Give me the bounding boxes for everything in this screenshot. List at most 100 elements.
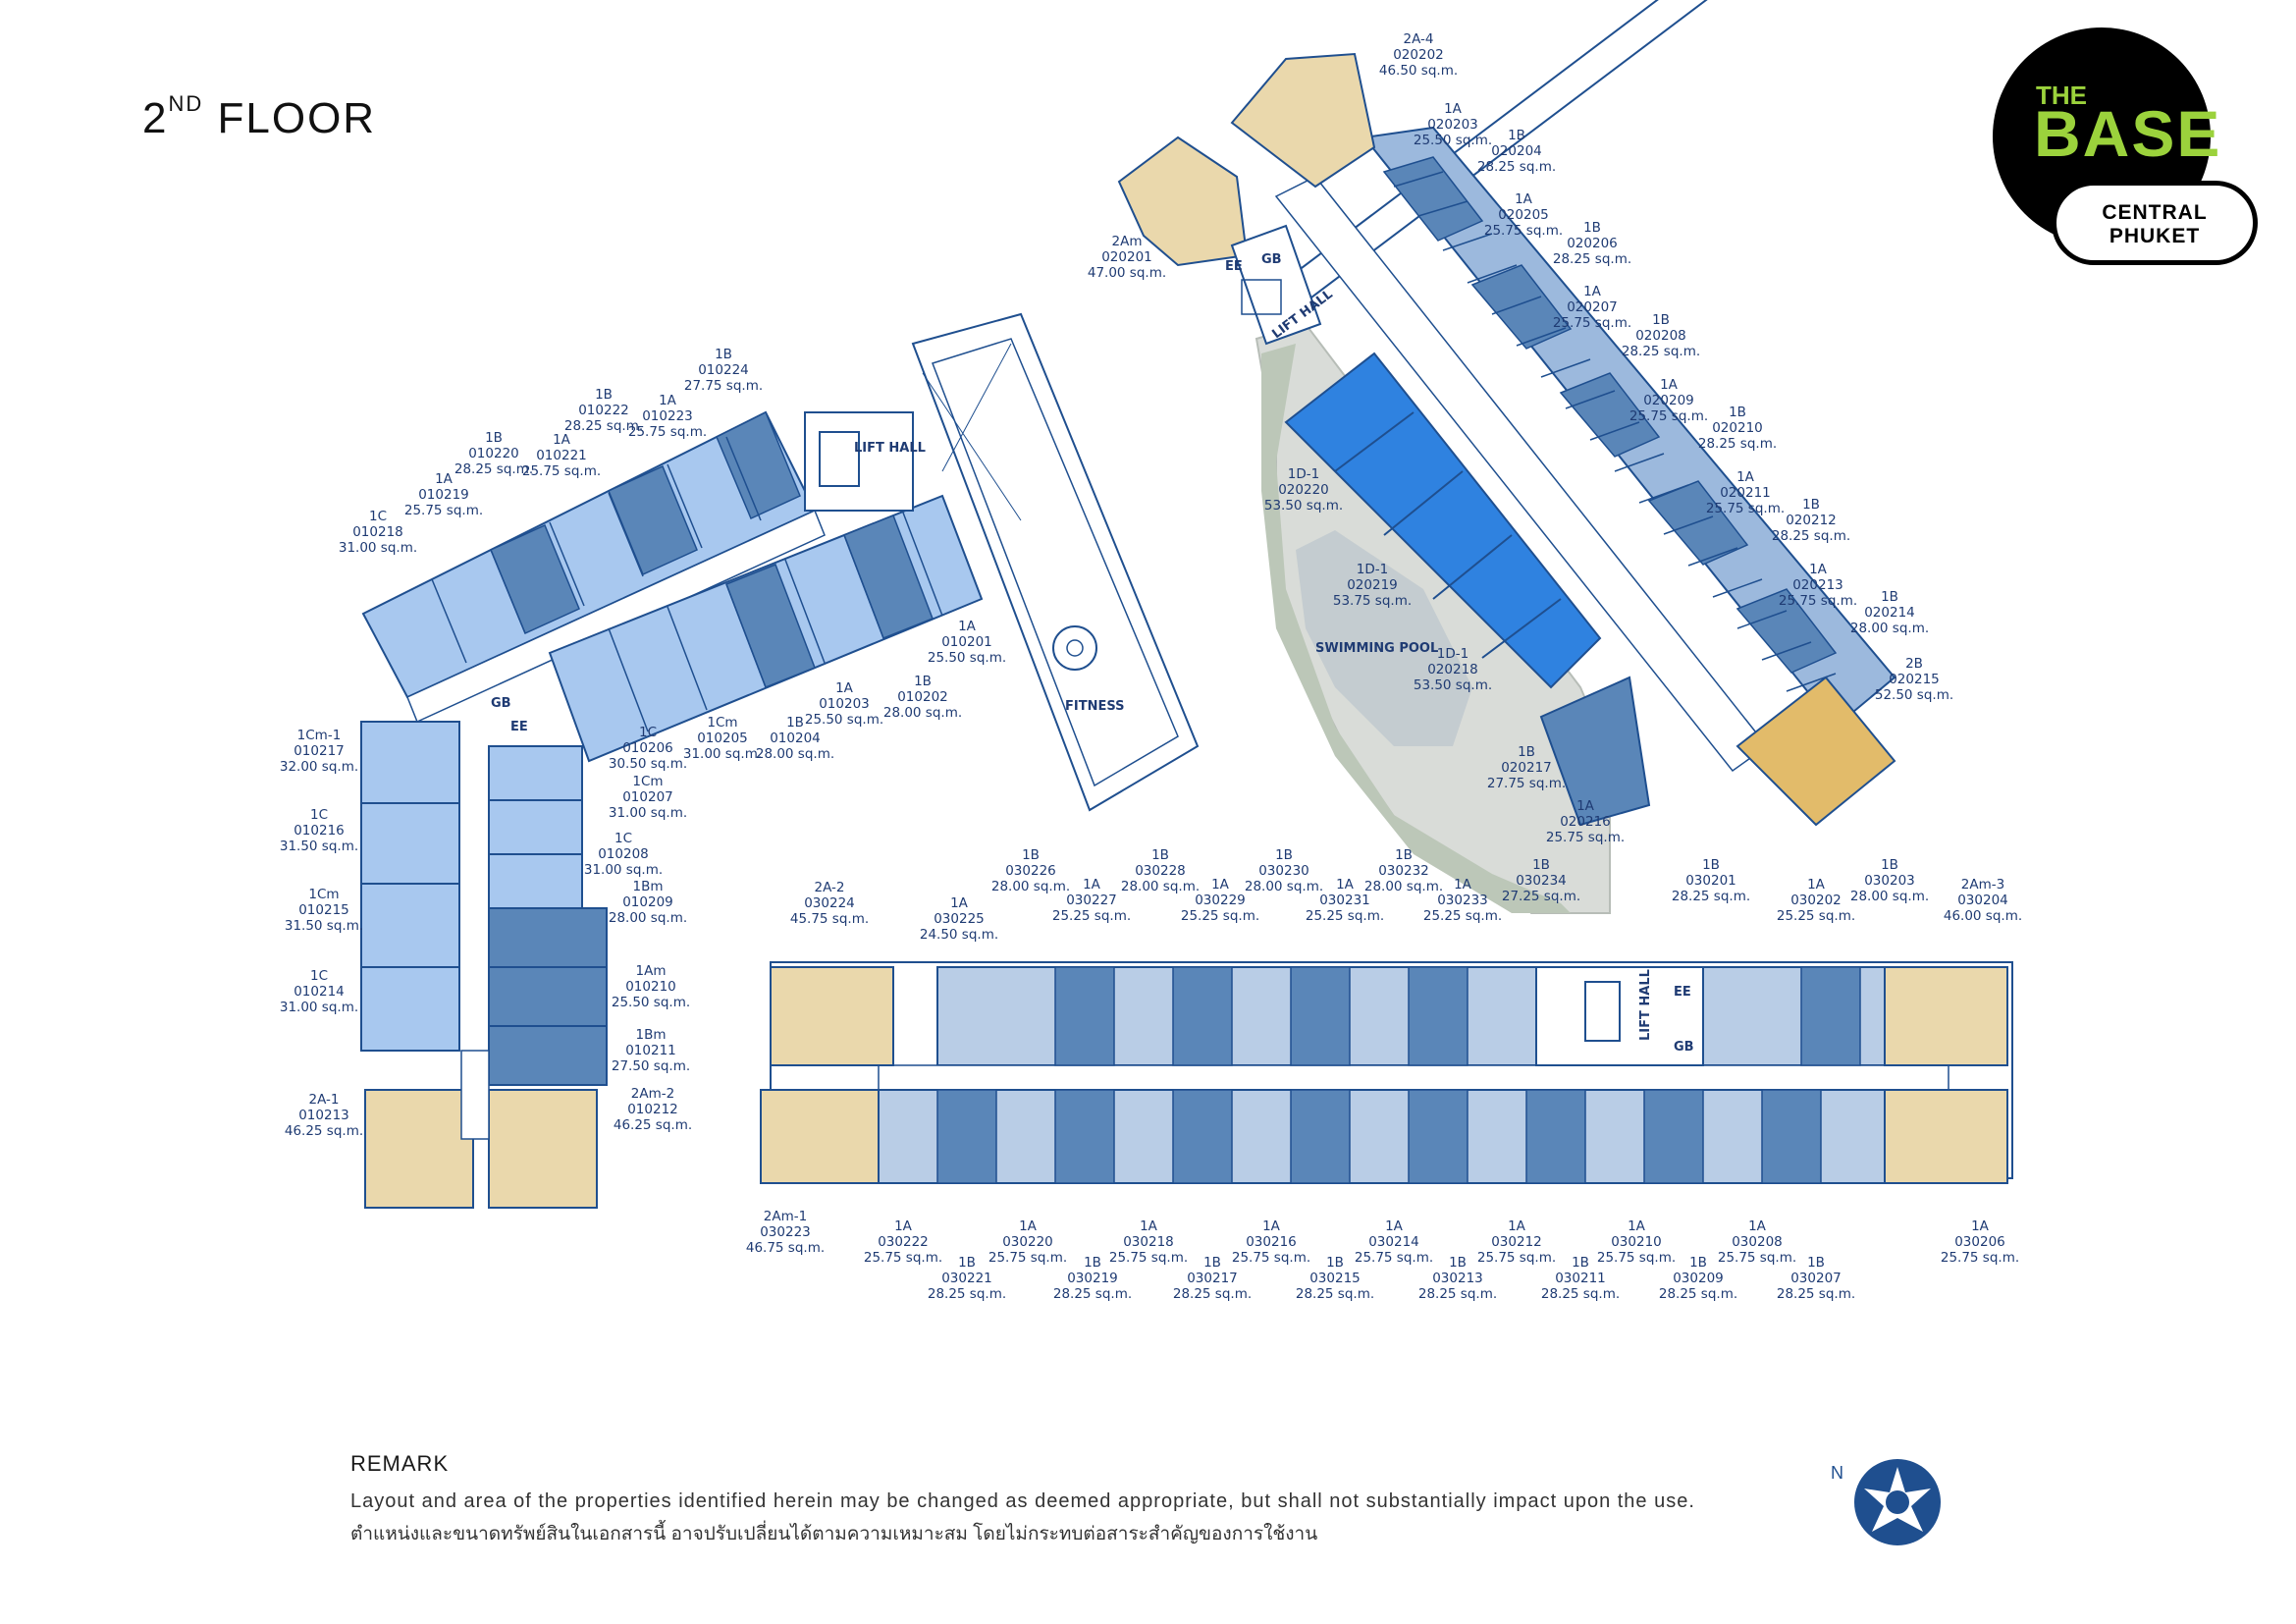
unit-code: 030231 [1319, 893, 1370, 908]
unit-area: 25.75 sq.m. [864, 1250, 942, 1266]
unit-code: 030202 [1790, 893, 1842, 908]
unit-area: 28.25 sq.m. [1296, 1286, 1374, 1302]
unit-type: 1Am [636, 963, 667, 979]
unit-area: 25.75 sq.m. [1546, 830, 1625, 845]
unit-type: 1Cm-1 [297, 728, 342, 743]
unit-area: 47.00 sq.m. [1088, 265, 1166, 281]
unit-code: 010206 [622, 740, 673, 756]
unit-type: 1B [1203, 1255, 1221, 1271]
unit-area: 25.75 sq.m. [1232, 1250, 1310, 1266]
unit-code: 030226 [1005, 863, 1056, 879]
logo-line1: CENTRAL [2102, 201, 2208, 224]
unit-type: 1B [1449, 1255, 1467, 1271]
unit-code: 010221 [536, 448, 587, 463]
unit-code: 010211 [625, 1043, 676, 1058]
unit-area: 28.25 sq.m. [1553, 251, 1631, 267]
unit-type: 1B [1508, 128, 1525, 143]
tower-b-2a4-unit [1230, 52, 1376, 189]
unit-type: 2A-4 [1404, 31, 1434, 47]
tower-b-unit-lines [1393, 171, 1837, 692]
unit-area: 28.25 sq.m. [1418, 1286, 1497, 1302]
remark-block: REMARK Layout and area of the properties… [350, 1451, 1695, 1548]
unit-area: 25.75 sq.m. [1941, 1250, 2019, 1266]
unit-code: 020203 [1427, 117, 1478, 133]
unit-area: 25.50 sq.m. [1414, 133, 1492, 148]
unit-area: 28.00 sq.m. [991, 879, 1070, 894]
logo-base: BASE [2034, 97, 2222, 170]
tower-c-lift-box [1584, 981, 1621, 1042]
north-compass: N [1831, 1453, 1949, 1561]
unit-type: 1B [786, 715, 804, 731]
unit-area: 28.25 sq.m. [1672, 889, 1750, 904]
unit-type: 1B [1802, 497, 1820, 513]
unit-area: 25.75 sq.m. [1355, 1250, 1433, 1266]
unit-type: 1B [1702, 857, 1720, 873]
tower-a-south-wing-lines [608, 512, 943, 732]
unit-area: 25.75 sq.m. [1484, 223, 1563, 239]
unit-area: 28.25 sq.m. [928, 1286, 1006, 1302]
unit-type: 1A [1660, 377, 1679, 393]
unit-code: 020216 [1560, 814, 1611, 830]
unit-type: 1A [1262, 1218, 1281, 1234]
logo-line2: PHUKET [2109, 225, 2201, 247]
tower-a-west-column [360, 721, 460, 1052]
unit-type: 1A [950, 895, 969, 911]
unit-code: 030222 [878, 1234, 929, 1250]
unit-type: 1A [1583, 284, 1602, 299]
unit-code: 030223 [760, 1224, 811, 1240]
unit-area: 28.25 sq.m. [1622, 344, 1700, 359]
unit-code: 010218 [352, 524, 403, 540]
unit-area: 25.75 sq.m. [1779, 593, 1857, 609]
gb-b-label: GB [1261, 252, 1282, 267]
unit-code: 030201 [1685, 873, 1736, 889]
unit-code: 020208 [1635, 328, 1686, 344]
unit-type: 1A [835, 680, 854, 696]
unit-type: 1D-1 [1288, 466, 1319, 482]
unit-code: 020202 [1393, 47, 1444, 63]
unit-type: 1Cm [707, 715, 737, 731]
tower-c-dark-unit [1761, 1089, 1822, 1184]
unit-area: 31.00 sq.m. [339, 540, 417, 556]
unit-area: 28.00 sq.m. [1245, 879, 1323, 894]
unit-area: 25.75 sq.m. [1629, 408, 1708, 424]
unit-code: 030217 [1187, 1271, 1238, 1286]
unit-code: 010212 [627, 1102, 678, 1117]
logo-location-pill: CENTRAL PHUKET [2052, 181, 2258, 265]
unit-area: 28.25 sq.m. [1053, 1286, 1132, 1302]
unit-area: 25.75 sq.m. [628, 424, 707, 440]
unit-type: 2A-2 [815, 880, 845, 895]
unit-code: 020211 [1720, 485, 1771, 501]
unit-code: 010203 [819, 696, 870, 712]
unit-type: 1B [1022, 847, 1040, 863]
unit-type: 1A [1019, 1218, 1038, 1234]
unit-type: 1B [1395, 847, 1413, 863]
unit-code: 020209 [1643, 393, 1694, 408]
unit-code: 030215 [1309, 1271, 1361, 1286]
tower-a-stair-core [460, 1050, 490, 1140]
unit-area: 53.50 sq.m. [1414, 677, 1492, 693]
ee-a-label: EE [510, 720, 528, 734]
tower-c-2am1-unit [760, 1089, 880, 1184]
unit-code: 010216 [294, 823, 345, 839]
tower-c-2a2-unit [770, 966, 894, 1066]
unit-area: 32.00 sq.m. [280, 759, 358, 775]
